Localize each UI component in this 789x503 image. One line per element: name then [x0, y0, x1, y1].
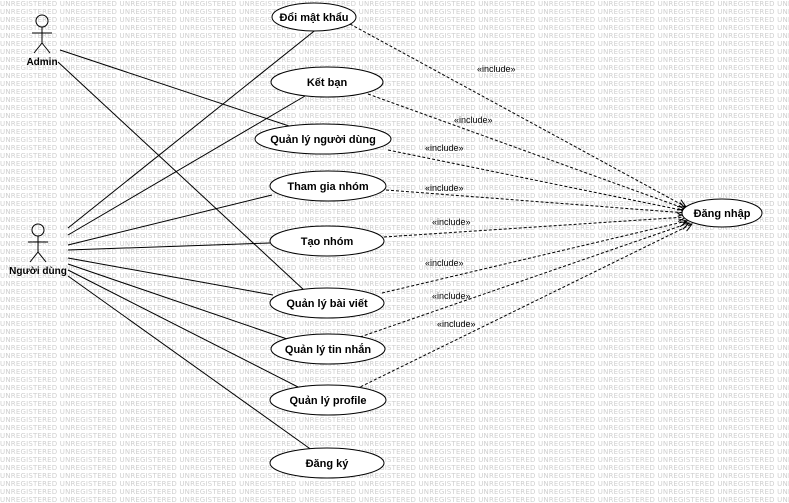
include-label: «include» [425, 258, 464, 268]
use-case-label: Đổi mật khẩu [279, 12, 348, 24]
admin-associations [57, 49, 306, 292]
include-label: «include» [432, 217, 471, 227]
assoc-user-dang-ky [67, 275, 317, 454]
use-case-label: Đăng ký [306, 458, 350, 470]
include-doi-mat-khau [349, 23, 686, 207]
include-quan-ly-profile [355, 224, 692, 390]
use-case-ket-ban[interactable]: Kết bạn [270, 66, 384, 98]
include-tao-nhom [383, 217, 686, 238]
actor-user-label: Người dùng [9, 266, 67, 277]
use-case-label: Quản lý bài viết [286, 298, 368, 310]
include-label: «include» [425, 143, 464, 153]
include-relationships [349, 23, 692, 390]
include-ket-ban [367, 93, 686, 209]
assoc-user-ket-ban [67, 95, 306, 236]
assoc-user-doi-mat-khau [67, 27, 319, 229]
assoc-user-tham-gia-nhom [67, 194, 273, 246]
use-case-label: Quản lý profile [289, 395, 366, 407]
stick-figure-icon [32, 14, 52, 54]
include-labels: «include» «include» «include» «include» … [425, 64, 516, 329]
use-case-quan-ly-nguoi-dung[interactable]: Quản lý người dùng [254, 123, 392, 155]
use-case-label: Đăng nhập [694, 208, 751, 220]
actor-user[interactable]: Người dùng [9, 223, 67, 277]
include-quan-ly-bai-viet [381, 221, 687, 294]
use-case-label: Quản lý tin nhắn [285, 343, 371, 356]
assoc-user-tao-nhom [67, 242, 271, 251]
use-case-tham-gia-nhom[interactable]: Tham gia nhóm [269, 170, 387, 202]
use-case-quan-ly-profile[interactable]: Quản lý profile [269, 384, 387, 416]
use-case-label: Kết bạn [307, 77, 348, 89]
assoc-user-quan-ly-tin-nhan [67, 263, 291, 341]
actor-admin-label: Admin [26, 57, 57, 68]
use-case-dang-nhap[interactable]: Đăng nhập [681, 198, 763, 228]
assoc-admin-quan-ly-bai-viet [57, 61, 306, 292]
stick-figure-icon [28, 223, 48, 263]
include-quan-ly-nguoi-dung [387, 149, 686, 211]
assoc-user-quan-ly-profile [67, 269, 301, 389]
include-quan-ly-tin-nhan [359, 223, 689, 338]
user-associations [67, 27, 319, 454]
include-label: «include» [437, 319, 476, 329]
use-case-quan-ly-tin-nhan[interactable]: Quản lý tin nhắn [270, 333, 386, 365]
include-tham-gia-nhom [385, 189, 686, 213]
use-case-doi-mat-khau[interactable]: Đổi mật khẩu [271, 2, 357, 32]
use-case-dang-ky[interactable]: Đăng ký [269, 447, 385, 479]
assoc-user-quan-ly-bai-viet [67, 257, 274, 296]
include-label: «include» [454, 115, 493, 125]
use-case-label: Tạo nhóm [301, 236, 354, 248]
use-case-label: Tham gia nhóm [287, 181, 369, 193]
include-label: «include» [477, 64, 516, 74]
include-label: «include» [425, 183, 464, 193]
include-label: «include» [432, 291, 471, 301]
use-case-tao-nhom[interactable]: Tạo nhóm [269, 225, 385, 257]
actor-admin[interactable]: Admin [26, 14, 58, 68]
assoc-admin-quan-ly-nguoi-dung [59, 49, 296, 129]
use-case-label: Quản lý người dùng [270, 134, 376, 146]
use-case-quan-ly-bai-viet[interactable]: Quản lý bài viết [269, 287, 385, 319]
